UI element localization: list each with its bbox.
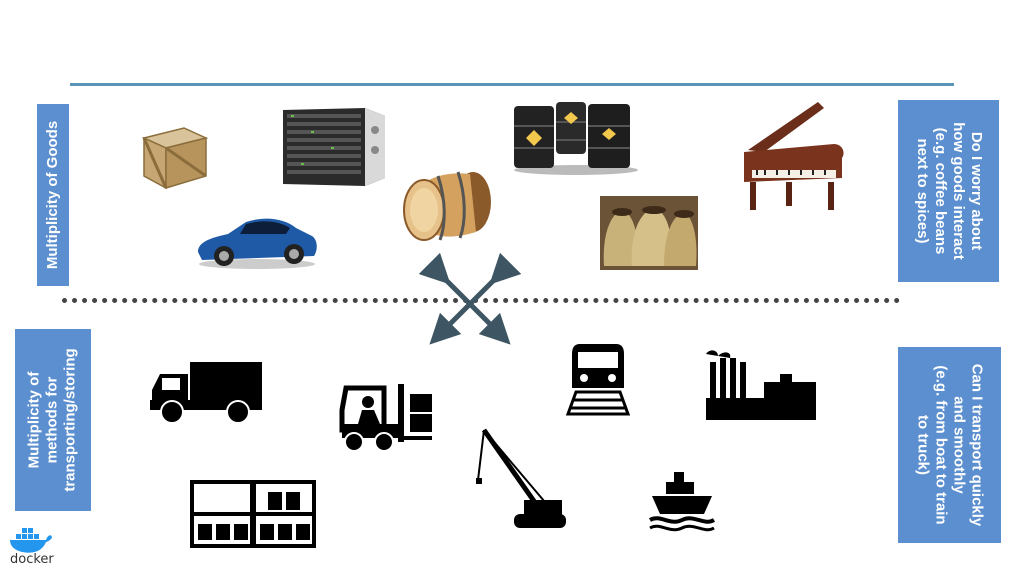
wooden-crate-icon bbox=[141, 127, 209, 190]
coffee-sacks-icon bbox=[600, 196, 698, 270]
train-icon bbox=[565, 344, 631, 416]
docker-logo-text: docker bbox=[10, 552, 54, 567]
goods-label-box: Multiplicity of Goods bbox=[37, 104, 69, 286]
grand-piano-icon bbox=[744, 102, 844, 210]
sports-car-icon bbox=[198, 218, 317, 269]
top-divider bbox=[70, 83, 954, 86]
crossed-arrows-icon bbox=[418, 252, 522, 345]
docker-whale-icon bbox=[10, 528, 52, 553]
factory-icon bbox=[706, 350, 816, 420]
interact-question-box: Do I worry about how goods interact (e.g… bbox=[898, 100, 999, 282]
ship-icon bbox=[648, 472, 716, 532]
interact-question: Do I worry about how goods interact (e.g… bbox=[913, 122, 985, 260]
server-rack-icon bbox=[283, 108, 385, 186]
barrel-icon bbox=[403, 171, 491, 241]
warehouse-racks-icon bbox=[190, 480, 316, 548]
forklift-icon bbox=[339, 384, 432, 452]
oil-drums-icon bbox=[514, 102, 638, 175]
transport-question: Can I transport quickly and smoothly (e.… bbox=[914, 363, 986, 527]
methods-label-box: Multiplicity of methods for transporting… bbox=[15, 329, 91, 511]
crane-icon bbox=[476, 428, 566, 528]
truck-icon bbox=[150, 362, 262, 424]
transport-question-box: Can I transport quickly and smoothly (e.… bbox=[898, 347, 1001, 543]
methods-label: Multiplicity of methods for transporting… bbox=[26, 348, 80, 492]
goods-label: Multiplicity of Goods bbox=[44, 120, 62, 270]
